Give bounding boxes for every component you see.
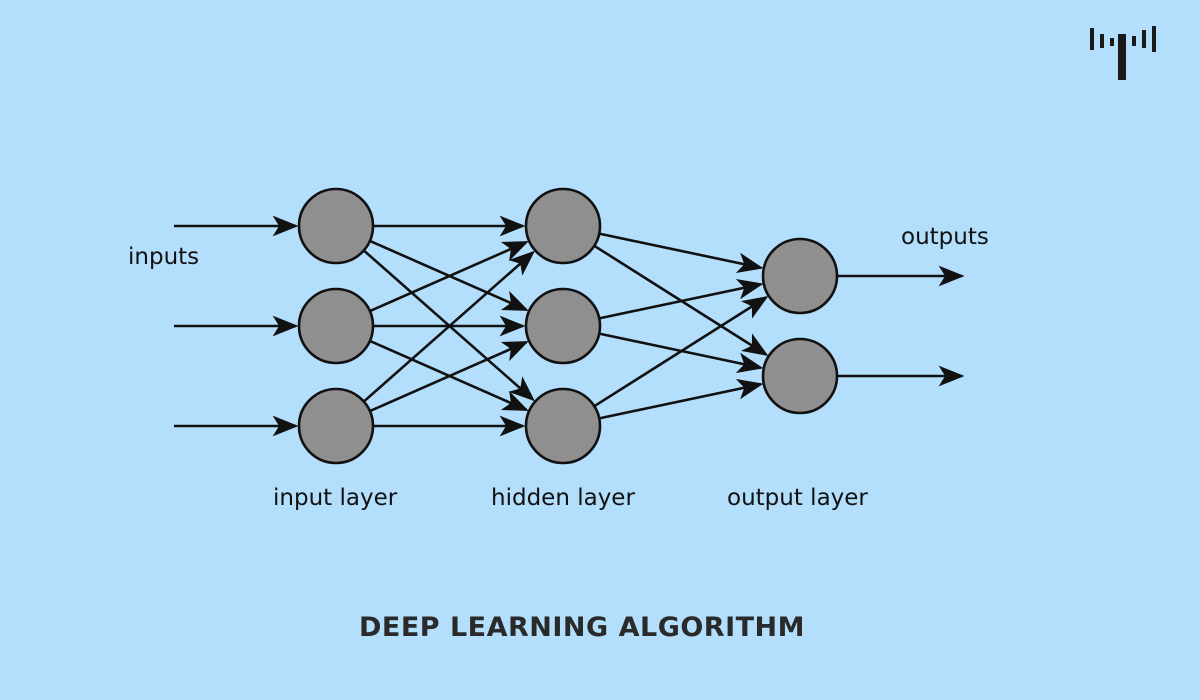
outputs-label: outputs <box>901 224 989 250</box>
inputs-label: inputs <box>128 244 199 270</box>
connection-1-2-0 <box>593 296 769 408</box>
output-layer-label: output layer <box>727 485 868 511</box>
connection-1-2-1 <box>598 378 764 420</box>
hidden-neuron-3 <box>524 387 602 465</box>
hidden-neuron-2 <box>524 287 602 365</box>
brand-logo-icon <box>1090 26 1156 80</box>
output-neuron-2 <box>761 337 839 415</box>
input-neuron-1 <box>297 187 375 265</box>
diagram-title: DEEP LEARNING ALGORITHM <box>359 612 805 643</box>
connection-0-2-0 <box>362 250 535 403</box>
connections-group <box>362 215 769 437</box>
hidden-neuron-1 <box>524 187 602 265</box>
input-neuron-2 <box>297 287 375 365</box>
io-arrows-group <box>174 215 965 437</box>
connection-1-1-0 <box>598 278 764 320</box>
input-neuron-3 <box>297 387 375 465</box>
neurons-group <box>297 187 839 465</box>
connection-0-1-0 <box>369 240 529 313</box>
output-neuron-1 <box>761 237 839 315</box>
input-layer-label: input layer <box>273 485 398 511</box>
connection-0-2-1 <box>369 340 529 413</box>
connection-1-0-0 <box>598 232 764 274</box>
hidden-layer-label: hidden layer <box>491 485 635 511</box>
